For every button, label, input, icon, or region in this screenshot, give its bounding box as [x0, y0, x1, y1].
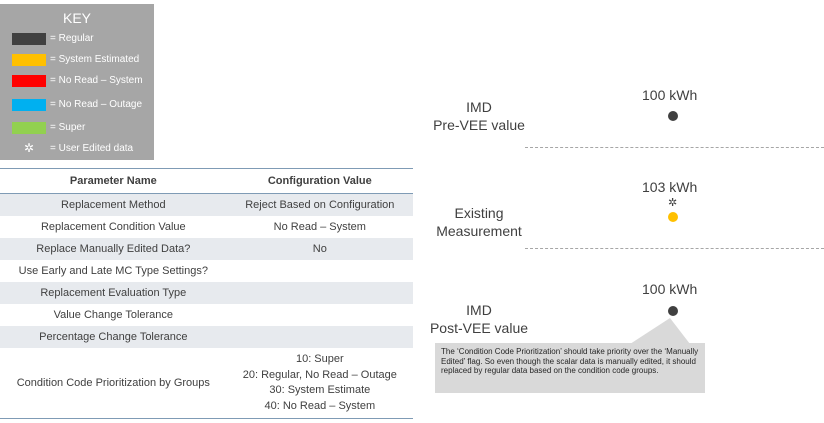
- priority-group: 20: Regular, No Read – Outage: [242, 368, 397, 381]
- callout-text: The ‘Condition Code Prioritization’ shou…: [441, 347, 699, 376]
- no-read-system-swatch: [12, 75, 46, 87]
- legend-label: = System Estimated: [50, 54, 140, 65]
- parameter-name: Condition Code Prioritization by Groups: [0, 348, 227, 419]
- pre-vee-regular-point: [668, 111, 678, 121]
- parameter-name: Replacement Method: [0, 193, 227, 216]
- parameter-name: Replace Manually Edited Data?: [0, 238, 227, 260]
- pre-vee-label-line1: IMD: [466, 99, 492, 115]
- pre-vee-value: 100 kWh: [642, 87, 698, 103]
- configuration-value: Reject Based on Configuration: [226, 193, 413, 216]
- annotation-callout: The ‘Condition Code Prioritization’ shou…: [435, 343, 705, 393]
- configuration-value: [226, 326, 413, 348]
- configuration-value-list: 10: Super 20: Regular, No Read – Outage …: [226, 348, 413, 419]
- priority-group: 40: No Read – System: [264, 399, 376, 412]
- table-row: Condition Code Prioritization by Groups …: [0, 348, 413, 419]
- pre-vee-label-line2: Pre-VEE value: [433, 117, 525, 133]
- table-header-row: Parameter Name Configuration Value: [0, 168, 413, 194]
- table-row: Use Early and Late MC Type Settings?: [0, 260, 413, 282]
- table-row: Percentage Change Tolerance: [0, 326, 413, 348]
- existing-label-line2: Measurement: [436, 223, 522, 239]
- legend-title: KEY: [62, 10, 91, 26]
- post-vee-label: IMD Post-VEE value: [420, 301, 538, 337]
- gear-icon: ✲: [668, 197, 678, 209]
- configuration-value: No Read – System: [273, 221, 366, 233]
- configuration-value: [226, 282, 413, 304]
- legend-label: = Regular: [50, 33, 94, 44]
- regular-swatch: [12, 33, 46, 45]
- super-swatch: [12, 122, 46, 134]
- post-vee-label-line2: Post-VEE value: [429, 320, 529, 336]
- parameter-name: Replacement Evaluation Type: [0, 282, 227, 304]
- legend-key: KEY = Regular = System Estimated = No Re…: [0, 4, 154, 160]
- existing-system-estimated-point: [668, 212, 678, 222]
- priority-group: 10: Super: [295, 353, 344, 365]
- legend-label: = User Edited data: [50, 143, 134, 154]
- pre-vee-label: IMD Pre-VEE value: [420, 98, 538, 134]
- table-row: Replacement Condition Value No Read – Sy…: [0, 216, 413, 238]
- system-estimated-swatch: [12, 54, 46, 66]
- legend-label: = Super: [50, 122, 86, 133]
- post-vee-label-line1: IMD: [466, 302, 492, 318]
- no-read-outage-swatch: [12, 99, 46, 111]
- parameter-name: Use Early and Late MC Type Settings?: [18, 265, 208, 277]
- divider-line: [525, 248, 824, 249]
- column-header: Configuration Value: [226, 168, 413, 194]
- gear-icon: ✲: [24, 141, 35, 155]
- column-header: Parameter Name: [0, 168, 227, 194]
- parameter-name: Value Change Tolerance: [53, 309, 174, 321]
- existing-value: 103 kWh: [642, 179, 698, 195]
- priority-group: 30: System Estimate: [269, 384, 371, 396]
- configuration-value: No: [226, 238, 413, 260]
- table-row: Replace Manually Edited Data? No: [0, 238, 413, 260]
- table-row: Replacement Method Reject Based on Confi…: [0, 193, 413, 216]
- legend-label: = No Read – System: [50, 75, 143, 86]
- existing-label-line1: Existing: [454, 205, 504, 221]
- configuration-table: Parameter Name Configuration Value Repla…: [0, 168, 413, 419]
- table-row: Value Change Tolerance: [0, 304, 413, 326]
- post-vee-value: 100 kWh: [642, 281, 698, 297]
- post-vee-regular-point: [668, 306, 678, 316]
- divider-line: [525, 147, 824, 148]
- parameter-name: Percentage Change Tolerance: [0, 326, 227, 348]
- existing-measurement-label: Existing Measurement: [420, 204, 538, 240]
- legend-label: = No Read – Outage: [50, 99, 143, 110]
- parameter-name: Replacement Condition Value: [40, 221, 186, 233]
- table-row: Replacement Evaluation Type: [0, 282, 413, 304]
